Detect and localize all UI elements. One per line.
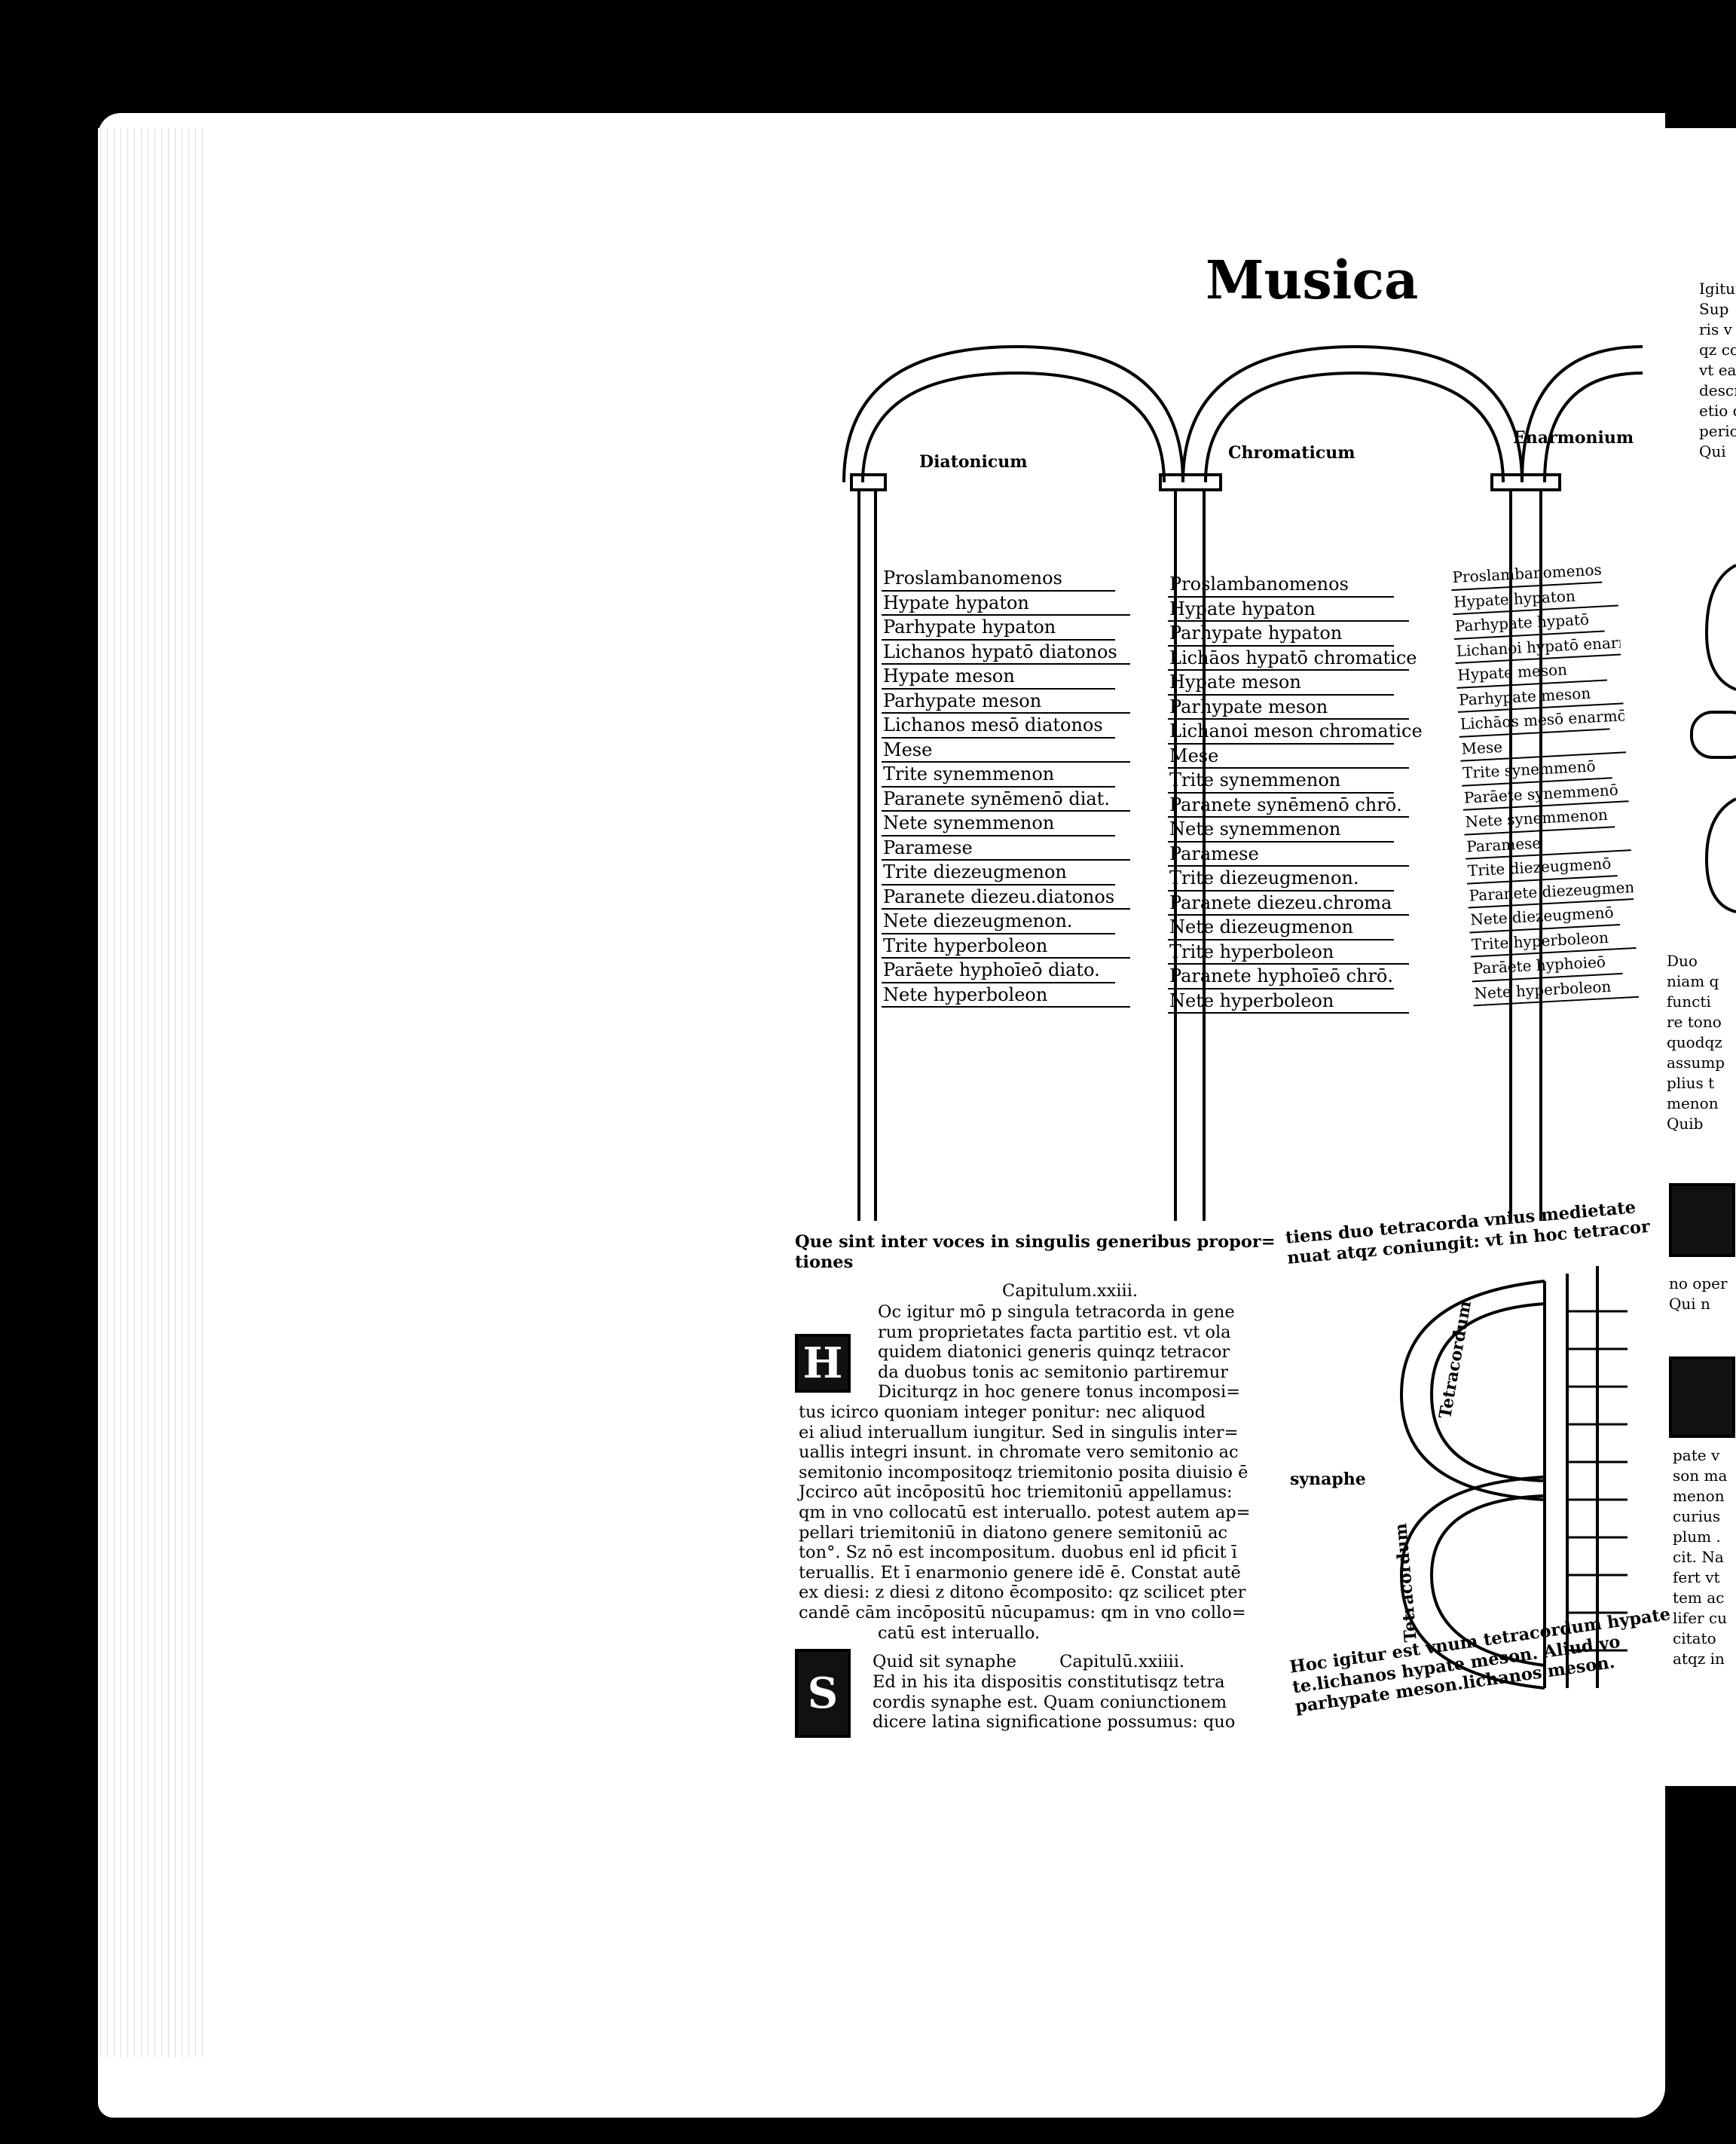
list-item: Nete synemmenon [1168, 818, 1394, 843]
list-item: Trite hyperboleon [1168, 940, 1409, 965]
list-item: Mese [1168, 745, 1409, 769]
decorated-initial [1669, 1356, 1735, 1438]
list-item: Parhypate hypaton [1168, 622, 1394, 647]
synaphe-label: synaphe [1290, 1470, 1366, 1489]
list-item: Hypate hypaton [1168, 598, 1409, 622]
body-text-block: tus icirco quoniam integer ponitur: nec … [799, 1402, 1251, 1643]
facing-page-text: pate v son ma menon curius plum . cit. N… [1673, 1446, 1728, 1668]
decorated-initial: H [795, 1334, 851, 1393]
list-item: Trite diezeugmenon [882, 861, 1115, 885]
decorated-initial: S [795, 1649, 851, 1738]
body-text-block: Ed in his ita dispositis constitutisqz t… [873, 1672, 1236, 1733]
list-item: Trite synemmenon [1168, 769, 1394, 794]
list-item: Trite synemmenon [882, 763, 1115, 788]
facing-page [1612, 128, 1736, 1786]
facing-page-text: Duo niam q functi re tono quodqz assump … [1667, 952, 1725, 1133]
list-item: Hypate meson [1168, 671, 1394, 696]
list-item: Paramese [1168, 843, 1409, 867]
synaphe-diagram [1399, 1266, 1628, 1690]
list-item: Hypate meson [882, 665, 1115, 690]
page-fore-edge [98, 128, 203, 2057]
column-heading-diatonicum: Diatonicum [919, 452, 1028, 472]
list-item: Nete hyperboleon [882, 983, 1130, 1008]
list-item: Mese [882, 739, 1130, 763]
list-item: Lichanoi meson chromatice [1168, 720, 1423, 745]
book-page [98, 113, 1665, 2118]
list-item: Hypate hypaton [882, 592, 1130, 616]
body-text-block: Oc igitur mō p singula tetracorda in gen… [878, 1302, 1241, 1402]
decorated-initial [1669, 1183, 1735, 1257]
list-item: Paranete synēmenō diat. [882, 788, 1130, 812]
arcade-diagram [842, 344, 1643, 1221]
list-item: Paranete diezeu.diatonos [882, 885, 1130, 910]
facing-page-circles [1690, 564, 1736, 913]
section-heading: Que sint inter voces in singulis generib… [795, 1232, 1276, 1272]
list-item: Parāete hyphoīeō diato. [882, 959, 1115, 983]
list-item: Nete diezeugmenon. [882, 910, 1115, 934]
facing-page-text: no oper Qui n [1669, 1274, 1728, 1313]
list-item: Trite hyperboleon [882, 934, 1130, 959]
list-item: Proslambanomenos [1168, 573, 1394, 598]
list-item: Paranete hyphoīeō chrō. [1168, 965, 1394, 989]
list-item: Nete diezeugmenon [1168, 916, 1394, 940]
column-heading-enarmonium: Enarmonium [1513, 428, 1634, 448]
page-title: Musica [1206, 249, 1419, 311]
list-item: Paranete diezeu.chroma [1168, 892, 1409, 916]
note-list-enarmonium: Proslambanomenos Hypate hypaton Parhypat… [1450, 558, 1640, 1007]
list-item: Paramese [882, 836, 1130, 861]
list-item: Lichanos mesō diatonos [882, 714, 1115, 739]
list-item: Proslambanomenos [882, 567, 1115, 592]
list-item: Lichāos hypatō chromatice [1168, 647, 1417, 671]
list-item: Nete synemmenon [882, 812, 1115, 836]
note-list-chromaticum: Proslambanomenos Hypate hypaton Parhypat… [1168, 573, 1423, 1014]
list-item: Parhypate meson [882, 690, 1130, 714]
list-item: Paranete synēmenō chrō. [1168, 794, 1409, 818]
list-item: Parhypate hypaton [882, 616, 1115, 641]
list-item: Trite diezeugmenon. [1168, 867, 1394, 892]
list-item: Nete hyperboleon [1168, 989, 1409, 1014]
chapter-label: Capitulum.xxiii. [1002, 1281, 1138, 1301]
list-item: Lichanos hypatō diatonos [882, 641, 1130, 665]
column-heading-chromaticum: Chromaticum [1228, 443, 1355, 463]
subheading: Quid sit synaphe Capitulū.xxiiii. [873, 1652, 1185, 1671]
note-list-diatonicum: Proslambanomenos Hypate hypaton Parhypat… [882, 567, 1130, 1008]
facing-page-text: Igitur Sup ris v qz co vt ea descr etio … [1699, 280, 1736, 460]
list-item: Parhypate meson [1168, 696, 1409, 720]
